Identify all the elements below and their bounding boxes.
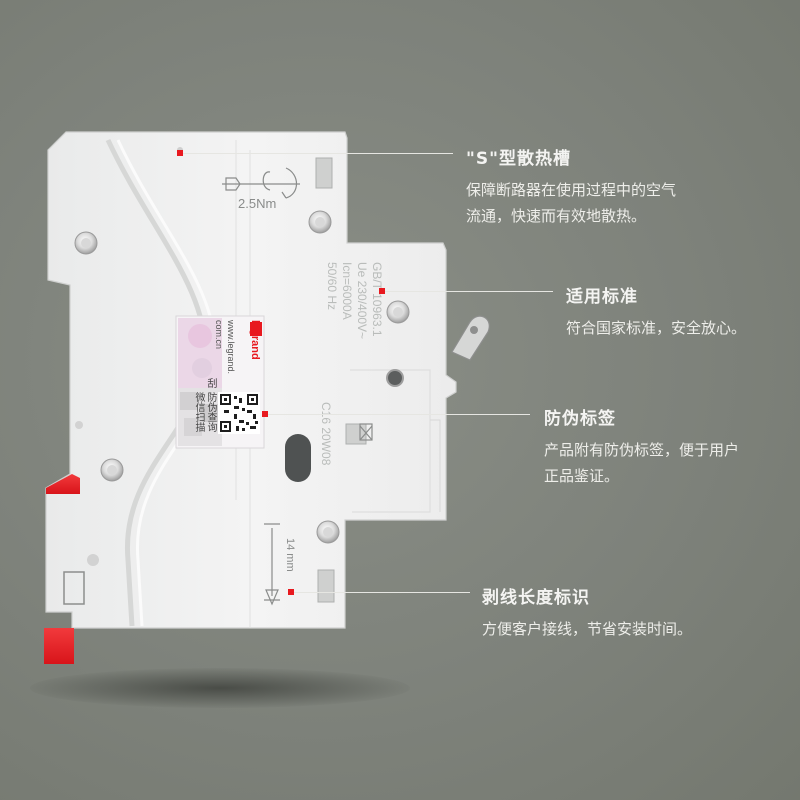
slider-knob — [285, 434, 311, 482]
callout-title: 防伪标签 — [544, 409, 616, 429]
brand-label: legrand — [249, 320, 261, 360]
spec-line: GB/T 10963.1 — [370, 262, 384, 337]
callout-desc: 保障断路器在使用过程中的空气 流通，快速而有效地散热。 — [466, 177, 676, 229]
torque-screwdriver-icon — [222, 167, 300, 199]
spec-line: 50/60 Hz — [325, 262, 339, 311]
website-label-2: com.cn — [214, 320, 224, 350]
leader-heat-groove — [183, 153, 453, 154]
strip-length-label: 14 mm — [284, 538, 296, 572]
callout-title: 剥线长度标识 — [482, 588, 590, 608]
marker-heat-groove — [177, 150, 183, 156]
rivet-mid-right — [386, 300, 410, 324]
leader-strip-length — [294, 592, 470, 593]
sticker-text-1: 防伪查询 — [205, 392, 216, 432]
callout-desc-line: 正品鉴证。 — [544, 467, 620, 485]
marker-standard — [379, 288, 385, 294]
callout-desc-line: 符合国家标准，安全放心。 — [566, 319, 747, 337]
spec-line: Icn=6000A — [340, 262, 354, 320]
callout-title: 适用标准 — [566, 287, 638, 307]
red-terminal-top — [46, 474, 80, 494]
rivet-top-right — [308, 210, 332, 234]
strip-gauge-icon — [264, 523, 280, 606]
callout-desc-line: 方便客户接线，节省安装时间。 — [482, 620, 693, 638]
callout-anti-counterfeit: 防伪标签 产品附有防伪标签，便于用户 正品鉴证。 — [544, 404, 739, 489]
callout-desc: 方便客户接线，节省安装时间。 — [482, 616, 692, 642]
spec-line: Ue 230/400V~ — [355, 262, 369, 340]
marker-anti-counterfeit — [262, 411, 268, 417]
callout-heat-groove: "S"型散热槽 保障断路器在使用过程中的空气 流通，快速而有效地散热。 — [466, 144, 676, 229]
callout-desc: 产品附有防伪标签，便于用户 正品鉴证。 — [544, 437, 739, 489]
product-shadow — [30, 668, 410, 708]
spec-block: GB/T 10963.1 Ue 230/400V~ Icn=6000A 50/6… — [312, 262, 384, 372]
callout-standard: 适用标准 符合国家标准，安全放心。 — [566, 282, 746, 341]
indicator-hole — [386, 369, 404, 387]
callout-desc-line: 产品附有防伪标签，便于用户 — [544, 441, 740, 459]
sticker-text-3: 刮 — [205, 378, 216, 388]
din-clip — [451, 315, 490, 361]
rivet-top-left — [74, 231, 98, 255]
sticker-text-2: 微信扫描 — [193, 392, 204, 432]
leader-anti-counterfeit — [268, 414, 530, 415]
marker-strip-length — [288, 589, 294, 595]
weee-bin-icon — [359, 423, 373, 441]
rivet-mid-left — [100, 458, 124, 482]
leader-standard — [385, 291, 553, 292]
callout-desc-line: 保障断路器在使用过程中的空气 — [466, 181, 677, 199]
callout-strip-length: 剥线长度标识 方便客户接线，节省安装时间。 — [482, 583, 692, 642]
anti-counterfeit-sticker — [175, 315, 265, 449]
callout-desc: 符合国家标准，安全放心。 — [566, 315, 746, 341]
red-terminal-bottom — [44, 628, 74, 664]
rating-label: C16 20W08 — [319, 402, 333, 466]
qr-code — [218, 392, 260, 434]
torque-label: 2.5Nm — [238, 196, 277, 211]
callout-title: "S"型散热槽 — [466, 149, 571, 169]
website-label-1: www.legrand. — [226, 320, 236, 375]
rivet-low-right — [316, 520, 340, 544]
callout-desc-line: 流通，快速而有效地散热。 — [466, 207, 647, 225]
